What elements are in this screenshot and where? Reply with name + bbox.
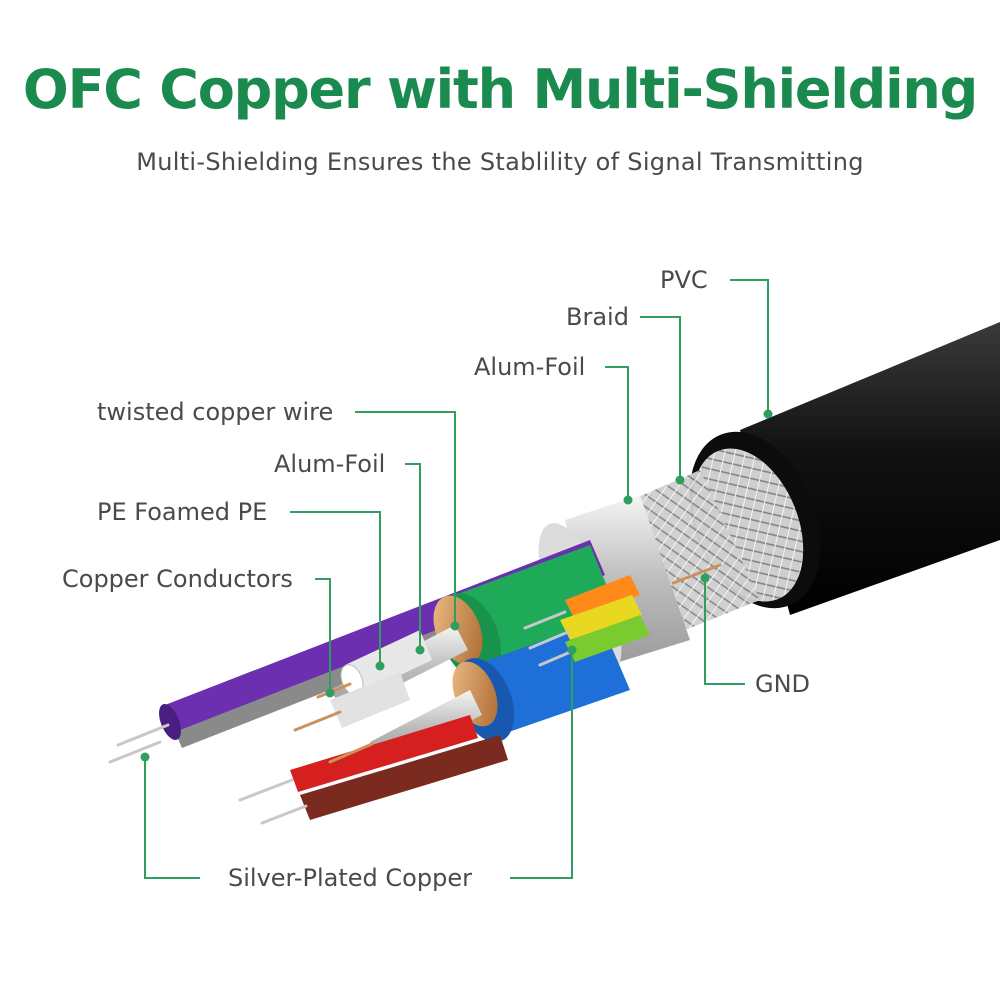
silver-strands [108,610,577,825]
label-gnd: GND [755,670,811,698]
leader-lines [144,279,769,879]
label-copper-conductors: Copper Conductors [62,565,293,593]
yellow-wire [560,595,642,640]
copper-strands [293,563,722,764]
pe-insulated-conductor [330,630,432,728]
lime-wire [565,615,650,662]
orange-wire [565,575,640,620]
page-subtitle: Multi-Shielding Ensures the Stablility o… [136,148,864,176]
label-pvc: PVC [660,266,708,294]
label-silver-plated-copper: Silver-Plated Copper [228,864,472,892]
red-wire [290,715,478,792]
label-inner-alum-foil: Alum-Foil [274,450,386,478]
brown-wire [300,735,508,820]
label-pe-foamed-pe: PE Foamed PE [97,498,268,526]
label-outer-alum-foil: Alum-Foil [474,353,586,381]
leader-dots [140,409,773,762]
label-braid: Braid [566,303,629,331]
page-title: OFC Copper with Multi-Shielding [22,58,978,121]
label-twisted-copper-wire: twisted copper wire [97,398,334,426]
